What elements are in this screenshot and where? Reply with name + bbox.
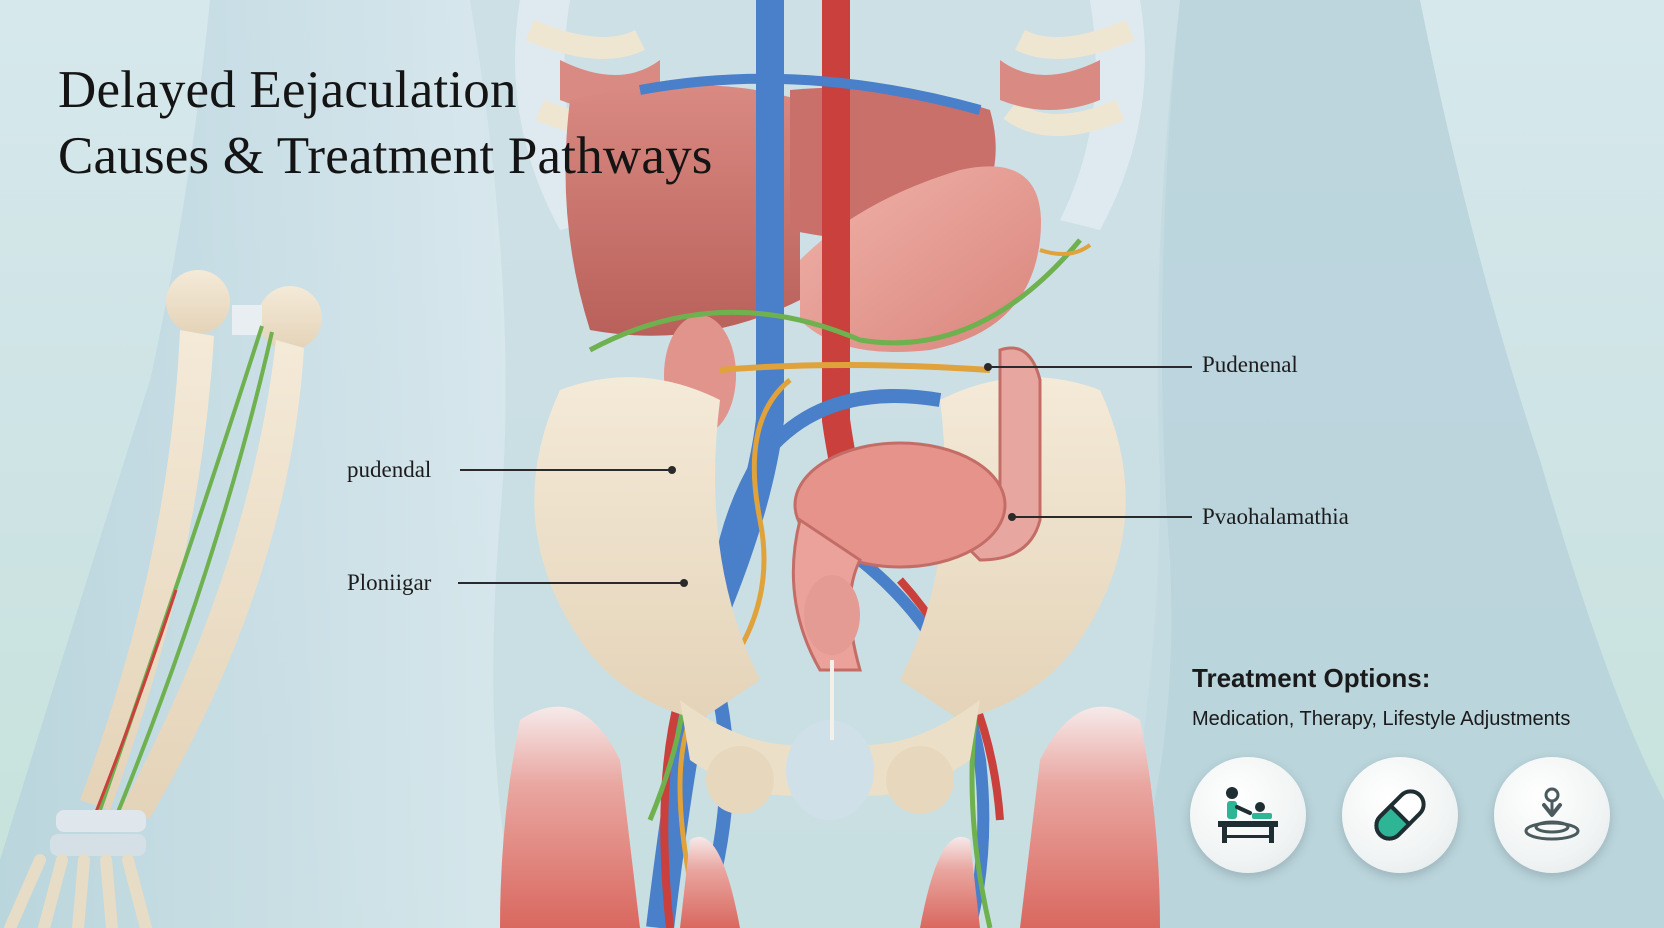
page-title-line-2: Causes & Treatment Pathways	[58, 127, 713, 185]
lifestyle-icon	[1494, 757, 1610, 873]
callout-label-right-bottom: Pvaohalamathia	[1202, 504, 1349, 529]
callout-label-right-top: Pudenenal	[1202, 352, 1298, 377]
callout-label-left-top: pudendal	[347, 457, 432, 482]
reproductive-organs	[791, 346, 1042, 740]
callout-label-left-bottom: Ploniigar	[347, 570, 432, 595]
therapy-icon	[1190, 757, 1306, 873]
thigh-muscles	[500, 706, 1160, 928]
arm-bones	[4, 270, 322, 928]
treatment-list: Medication, Therapy, Lifestyle Adjustmen…	[1192, 708, 1571, 730]
page-title-line-1: Delayed Eejaculation	[58, 61, 517, 119]
treatment-heading: Treatment Options:	[1192, 663, 1431, 693]
rib-cage	[515, 0, 1145, 230]
medication-icon	[1342, 757, 1458, 873]
callout-leaders	[458, 363, 1192, 587]
